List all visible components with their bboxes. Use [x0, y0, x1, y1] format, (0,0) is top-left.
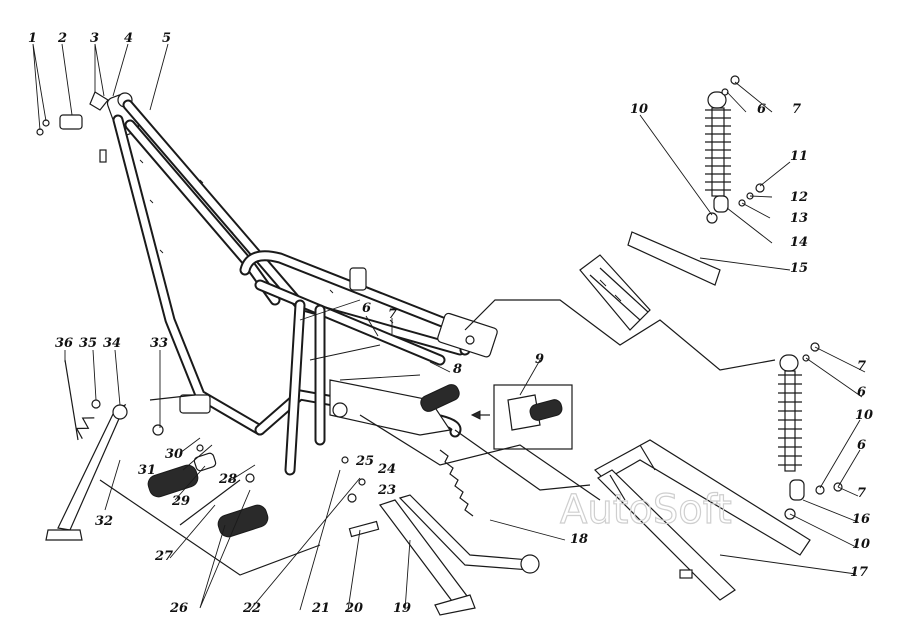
callout-29: 29 [171, 494, 190, 509]
connection-outline-upper [464, 299, 776, 371]
callout-13: 13 [790, 211, 808, 226]
connection-outline [359, 414, 601, 501]
callout-10-lower-a: 10 [855, 408, 873, 423]
callout-19: 19 [393, 601, 411, 616]
callout-7-lower-a: 7 [857, 359, 866, 374]
footpeg-assembly [147, 444, 269, 538]
callout-20: 20 [344, 601, 363, 616]
callout-25: 25 [355, 454, 374, 469]
detail-box-9 [470, 384, 573, 450]
callout-15: 15 [790, 261, 808, 276]
center-stand [341, 449, 540, 616]
callout-5: 5 [162, 31, 171, 46]
callout-7-lower-b: 7 [857, 486, 866, 501]
callout-35: 35 [79, 336, 97, 351]
lower-shock-assembly [778, 342, 843, 520]
callout-6-upper: 6 [757, 102, 766, 117]
callout-8: 8 [453, 362, 462, 377]
callout-9: 9 [535, 352, 544, 367]
callout-21: 21 [311, 601, 330, 616]
callout-26: 26 [169, 601, 188, 616]
watermark: AutoSoft [560, 487, 732, 533]
callout-2: 2 [57, 31, 67, 46]
callout-16: 16 [852, 512, 870, 527]
callout-3: 3 [90, 31, 99, 46]
callout-10-lower-b: 10 [852, 537, 870, 552]
callout-12: 12 [790, 190, 808, 205]
callout-1: 1 [28, 31, 37, 46]
side-stand [45, 359, 164, 541]
callout-11: 11 [790, 149, 808, 164]
callout-36: 36 [55, 336, 73, 351]
callout-10-upper: 10 [630, 102, 648, 117]
callout-labels: 1 2 3 4 5 10 6 7 11 12 13 14 15 6 7 8 9 … [28, 31, 873, 616]
callout-7-mid: 7 [388, 307, 397, 322]
callout-27: 27 [154, 549, 173, 564]
leader-lines [32, 43, 866, 611]
lower-left-outline [99, 394, 321, 576]
callout-24: 24 [377, 462, 396, 477]
callout-33: 33 [150, 336, 168, 351]
callout-17: 17 [850, 565, 868, 580]
lower-swingarm [594, 439, 811, 601]
callout-6-mid: 6 [362, 301, 371, 316]
upper-swingarm [579, 231, 721, 331]
callout-31: 31 [138, 463, 156, 478]
callout-23: 23 [377, 483, 396, 498]
callout-22: 22 [242, 601, 261, 616]
callout-4: 4 [124, 31, 133, 46]
callout-14: 14 [790, 235, 808, 250]
callout-6-lower-a: 6 [857, 385, 866, 400]
head-tube-hardware [36, 91, 109, 163]
main-frame [106, 92, 498, 476]
callout-32: 32 [95, 514, 113, 529]
callout-28: 28 [218, 472, 237, 487]
callout-30: 30 [165, 447, 183, 462]
callout-34: 34 [103, 336, 121, 351]
callout-6-lower-b: 6 [857, 438, 866, 453]
callout-18: 18 [570, 532, 588, 547]
callout-7-upper: 7 [792, 102, 801, 117]
